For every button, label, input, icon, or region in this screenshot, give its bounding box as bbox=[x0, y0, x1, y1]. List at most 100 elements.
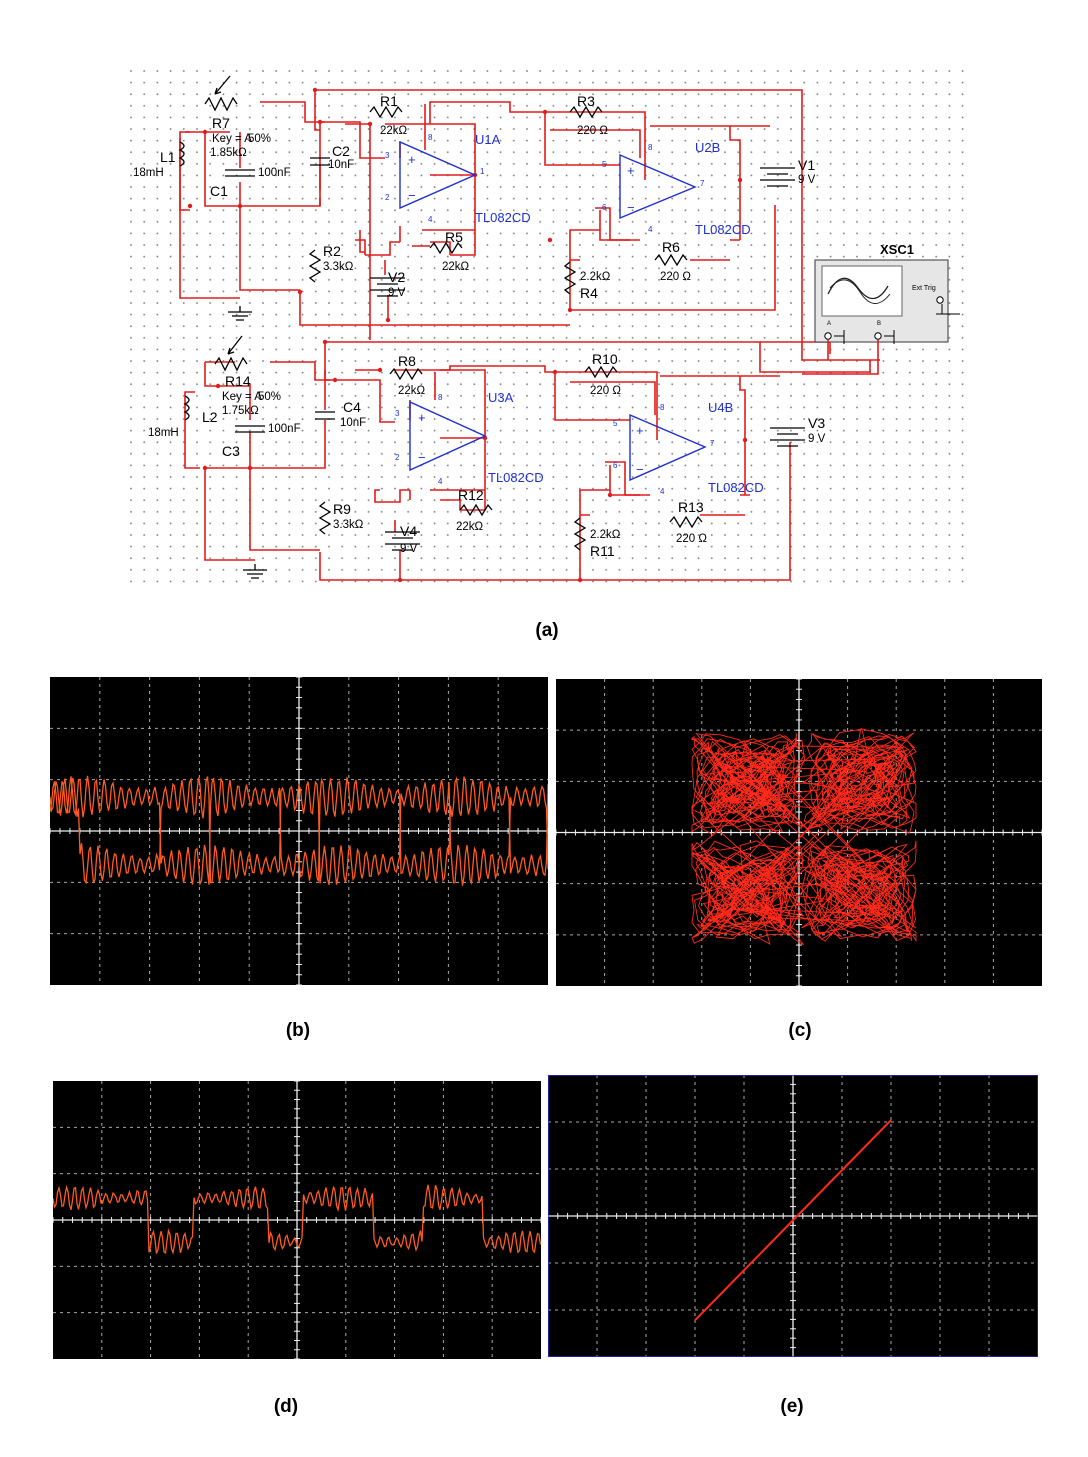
r14-key-label: Key = A bbox=[222, 391, 262, 403]
scope-b-panel bbox=[49, 676, 549, 986]
channel-a-label: A bbox=[827, 321, 831, 327]
r14-percent-label: 50% bbox=[258, 391, 281, 403]
u4b-opamp bbox=[629, 413, 707, 482]
svg-text:+: + bbox=[408, 152, 416, 167]
channel-b-label: B bbox=[877, 321, 881, 327]
svg-text:+: + bbox=[627, 163, 635, 178]
r10-label: R10 bbox=[592, 351, 618, 367]
c3-label: C3 bbox=[222, 443, 240, 459]
scope-screen-c bbox=[555, 678, 1043, 987]
svg-text:4: 4 bbox=[660, 487, 665, 496]
r11-value-label: 2.2kΩ bbox=[590, 529, 621, 541]
scope-e-panel bbox=[547, 1074, 1039, 1358]
r7-key-label: Key = A bbox=[212, 133, 252, 145]
c2-label: C2 bbox=[332, 143, 350, 159]
svg-text:2: 2 bbox=[395, 453, 400, 462]
svg-text:5: 5 bbox=[602, 160, 607, 169]
caption-c: (c) bbox=[788, 1020, 812, 1041]
l2-value-label: 18mH bbox=[148, 427, 179, 439]
ext-trig-terminal bbox=[936, 296, 944, 304]
l1-value-label: 18mH bbox=[133, 167, 164, 179]
r9-value-label: 3.3kΩ bbox=[333, 519, 364, 531]
u4b-part-label: TL082CD bbox=[708, 480, 764, 495]
ground-lower bbox=[243, 564, 267, 579]
v2-battery bbox=[370, 277, 405, 297]
r14-potentiometer bbox=[214, 356, 248, 372]
svg-text:7: 7 bbox=[710, 439, 715, 448]
r11-label: R11 bbox=[590, 543, 615, 559]
svg-text:−: − bbox=[418, 450, 426, 465]
c4-capacitor bbox=[315, 411, 335, 420]
caption-b: (b) bbox=[285, 1020, 311, 1041]
r9-label: R9 bbox=[333, 501, 351, 517]
svg-text:8: 8 bbox=[428, 133, 433, 142]
v2-value-label: 9 V bbox=[388, 287, 406, 299]
channel-b-terminal bbox=[874, 332, 882, 340]
scope-b-trace bbox=[49, 775, 549, 886]
r13-label: R13 bbox=[678, 499, 704, 515]
r7-value-label: 1.85kΩ bbox=[210, 147, 247, 159]
r3-value-label: 220 Ω bbox=[577, 125, 608, 137]
r7-percent-label: 50% bbox=[248, 133, 271, 145]
r12-value-label: 22kΩ bbox=[456, 521, 484, 533]
r4-label: R4 bbox=[580, 285, 598, 301]
svg-text:6: 6 bbox=[602, 203, 607, 212]
schematic-panel: + − 8 4 3 2 1 + − 8 4 5 6 7 R7 Key = A 5… bbox=[130, 70, 970, 590]
c2-value-label: 10nF bbox=[328, 159, 354, 171]
c4-label: C4 bbox=[343, 399, 361, 415]
u4b-label: U4B bbox=[708, 400, 733, 415]
scope-screen-d bbox=[52, 1080, 542, 1360]
u2b-part-label: TL082CD bbox=[695, 222, 751, 237]
l1-label: L1 bbox=[160, 149, 176, 165]
circuit-schematic: + − 8 4 3 2 1 + − 8 4 5 6 7 R7 Key = A 5… bbox=[130, 70, 970, 590]
svg-text:1: 1 bbox=[480, 167, 485, 176]
caption-e: (e) bbox=[780, 1396, 804, 1417]
r1-value-label: 22kΩ bbox=[380, 125, 408, 137]
caption-a: (a) bbox=[535, 620, 559, 641]
r2-label: R2 bbox=[323, 243, 341, 259]
c3-value-label: 100nF bbox=[268, 423, 301, 435]
r4-value-label: 2.2kΩ bbox=[580, 271, 611, 283]
u3a-part-label: TL082CD bbox=[488, 470, 544, 485]
oscilloscope-xsc1: XSC1 Ext Trig A B bbox=[802, 242, 960, 375]
svg-text:3: 3 bbox=[395, 409, 400, 418]
svg-text:3: 3 bbox=[385, 151, 390, 160]
svg-text:+: + bbox=[418, 410, 426, 425]
r8-resistor bbox=[389, 367, 423, 381]
v1-battery bbox=[760, 167, 795, 187]
v4-battery bbox=[385, 531, 420, 551]
r7-potentiometer bbox=[204, 96, 238, 112]
scope-e-trace bbox=[694, 1119, 892, 1322]
c3-capacitor bbox=[235, 425, 265, 433]
scope-screen-e bbox=[547, 1074, 1039, 1358]
lower-circuit: + − 8 4 3 2 + − 8 4 5 6 7 R14 Key = A 50… bbox=[148, 335, 871, 583]
r3-resistor bbox=[569, 105, 603, 119]
v3-label: V3 bbox=[808, 415, 825, 431]
svg-text:−: − bbox=[636, 462, 644, 477]
v4-label: V4 bbox=[400, 523, 417, 539]
r1-label: R1 bbox=[380, 93, 398, 109]
r12-label: R12 bbox=[458, 487, 484, 503]
l1-inductor bbox=[178, 141, 185, 167]
channel-a-terminal bbox=[824, 332, 832, 340]
r5-value-label: 22kΩ bbox=[442, 261, 470, 273]
u1a-part-label: TL082CD bbox=[475, 210, 531, 225]
r2-resistor bbox=[308, 249, 322, 283]
svg-text:−: − bbox=[627, 200, 635, 215]
svg-text:8: 8 bbox=[438, 393, 443, 402]
r7-label: R7 bbox=[212, 115, 230, 131]
r13-resistor bbox=[669, 515, 703, 529]
r9-resistor bbox=[318, 501, 332, 535]
svg-text:4: 4 bbox=[648, 225, 653, 234]
r1-resistor bbox=[369, 105, 403, 119]
r6-label: R6 bbox=[662, 239, 680, 255]
scope-screen-b bbox=[49, 676, 549, 986]
r8-value-label: 22kΩ bbox=[398, 385, 426, 397]
r13-value-label: 220 Ω bbox=[676, 533, 707, 545]
c1-value-label: 100nF bbox=[258, 167, 291, 179]
l2-label: L2 bbox=[202, 409, 218, 425]
r6-resistor bbox=[654, 253, 688, 267]
u1a-label: U1A bbox=[475, 132, 501, 147]
v1-label: V1 bbox=[798, 157, 815, 173]
upper-circuit: + − 8 4 3 2 1 + − 8 4 5 6 7 R7 Key = A 5… bbox=[133, 75, 880, 361]
